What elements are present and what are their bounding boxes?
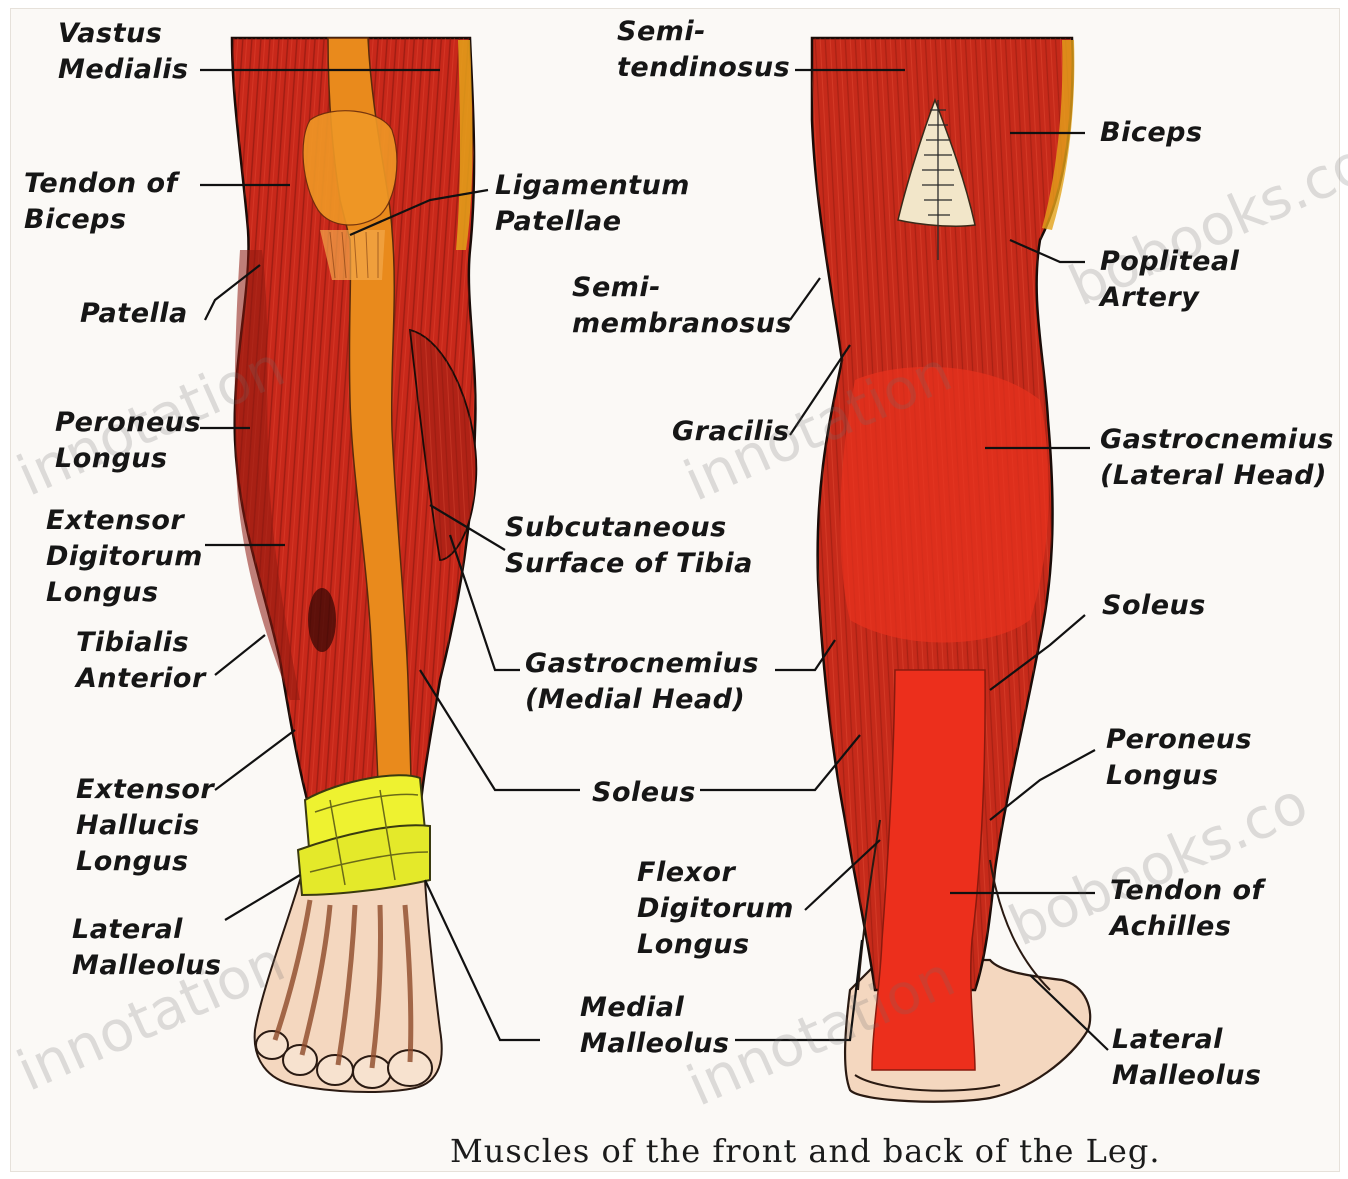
label-semitendinosus: Semi- tendinosus <box>617 14 790 86</box>
patella-shape <box>303 111 397 225</box>
label-flexor-digitorum-longus: Flexor Digitorum Longus <box>637 855 794 963</box>
label-extensor-hallucis-longus: Extensor Hallucis Longus <box>76 772 214 880</box>
label-lateral-malleolus-front: Lateral Malleolus <box>72 912 222 984</box>
label-tibialis-anterior: Tibialis Anterior <box>76 625 206 697</box>
label-patella: Patella <box>80 296 188 332</box>
label-soleus-back: Soleus <box>1102 588 1206 624</box>
label-soleus-middle: Soleus <box>592 775 696 811</box>
label-vastus-medialis: Vastus Medialis <box>58 16 189 88</box>
label-gracilis: Gracilis <box>672 414 790 450</box>
label-medial-malleolus: Medial Malleolus <box>580 990 730 1062</box>
label-extensor-digitorum-longus: Extensor Digitorum Longus <box>46 503 203 611</box>
label-biceps: Biceps <box>1100 115 1203 151</box>
label-gastrocnemius-medial-head: Gastrocnemius (Medial Head) <box>525 646 759 718</box>
figure-caption: Muscles of the front and back of the Leg… <box>450 1132 1160 1170</box>
label-peroneus-longus-back: Peroneus Longus <box>1106 722 1252 794</box>
label-peroneus-longus-front: Peroneus Longus <box>55 405 201 477</box>
label-tendon-of-achilles: Tendon of Achilles <box>1110 873 1264 945</box>
label-popliteal-artery: Popliteal Artery <box>1100 244 1239 316</box>
label-gastrocnemius-lateral-head: Gastrocnemius (Lateral Head) <box>1100 422 1334 494</box>
label-lateral-malleolus-back: Lateral Malleolus <box>1112 1022 1262 1094</box>
label-tendon-of-biceps: Tendon of Biceps <box>24 166 178 238</box>
label-ligamentum-patellae: Ligamentum Patellae <box>495 168 690 240</box>
label-semimembranosus: Semi- membranosus <box>572 270 792 342</box>
label-subcutaneous-surface-of-tibia: Subcutaneous Surface of Tibia <box>505 510 753 582</box>
